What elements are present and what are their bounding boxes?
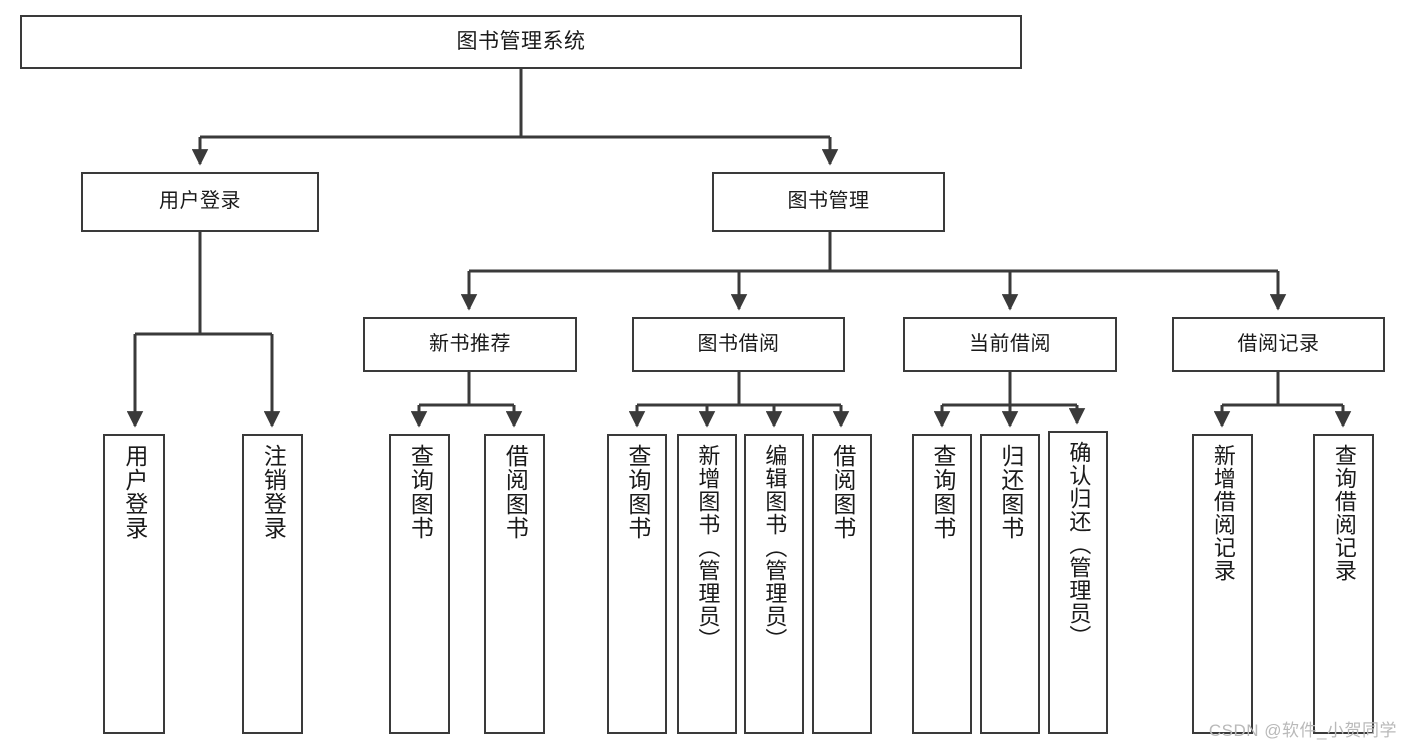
node-leaf-add-book-label: 新增图书（管理员） <box>695 444 721 651</box>
node-leaf-user-login-label: 用户登录 <box>121 444 148 540</box>
node-root-label: 图书管理系统 <box>456 29 586 53</box>
node-leaf-add-record[interactable]: 新增借阅记录 <box>1192 434 1253 734</box>
node-leaf-query-book-cur-label: 查询图书 <box>929 444 956 540</box>
node-leaf-return-book-label: 归还图书 <box>997 444 1024 540</box>
node-leaf-user-login[interactable]: 用户登录 <box>103 434 165 734</box>
node-book-manage[interactable]: 图书管理 <box>712 172 945 232</box>
node-leaf-query-book-borrow-label: 查询图书 <box>624 444 651 540</box>
node-leaf-borrow-book-label: 借阅图书 <box>829 444 856 540</box>
node-user-login-label: 用户登录 <box>159 190 241 213</box>
node-current-borrow-label: 当前借阅 <box>969 332 1051 355</box>
csdn-watermark: CSDN @软件_小贺同学 <box>1208 721 1397 740</box>
node-book-manage-label: 图书管理 <box>787 190 870 213</box>
node-leaf-confirm-return[interactable]: 确认归还（管理员） <box>1048 431 1108 734</box>
node-new-book-rec-label: 新书推荐 <box>429 332 511 355</box>
node-book-borrow-label: 图书借阅 <box>697 332 780 355</box>
node-current-borrow[interactable]: 当前借阅 <box>903 317 1117 372</box>
node-leaf-add-book[interactable]: 新增图书（管理员） <box>677 434 737 734</box>
node-leaf-borrow-book-rec-label: 借阅图书 <box>502 444 529 540</box>
node-leaf-edit-book[interactable]: 编辑图书（管理员） <box>744 434 804 734</box>
node-root-system[interactable]: 图书管理系统 <box>20 15 1022 69</box>
node-leaf-query-book-rec[interactable]: 查询图书 <box>389 434 450 734</box>
node-leaf-query-book-rec-label: 查询图书 <box>407 444 434 540</box>
node-borrow-record-label: 借阅记录 <box>1237 332 1320 355</box>
node-borrow-record[interactable]: 借阅记录 <box>1172 317 1385 372</box>
node-leaf-borrow-book[interactable]: 借阅图书 <box>812 434 872 734</box>
node-leaf-return-book[interactable]: 归还图书 <box>980 434 1040 734</box>
node-user-login[interactable]: 用户登录 <box>81 172 319 232</box>
node-book-borrow[interactable]: 图书借阅 <box>632 317 845 372</box>
node-leaf-query-book-cur[interactable]: 查询图书 <box>912 434 972 734</box>
node-leaf-add-record-label: 新增借阅记录 <box>1210 444 1236 582</box>
node-leaf-confirm-return-label: 确认归还（管理员） <box>1066 441 1092 648</box>
node-leaf-edit-book-label: 编辑图书（管理员） <box>762 444 788 651</box>
node-leaf-query-record[interactable]: 查询借阅记录 <box>1313 434 1374 734</box>
node-leaf-query-book-borrow[interactable]: 查询图书 <box>607 434 667 734</box>
node-leaf-borrow-book-rec[interactable]: 借阅图书 <box>484 434 545 734</box>
node-leaf-query-record-label: 查询借阅记录 <box>1331 444 1357 582</box>
node-leaf-user-logout[interactable]: 注销登录 <box>242 434 303 734</box>
node-new-book-rec[interactable]: 新书推荐 <box>363 317 577 372</box>
node-leaf-user-logout-label: 注销登录 <box>260 444 287 540</box>
